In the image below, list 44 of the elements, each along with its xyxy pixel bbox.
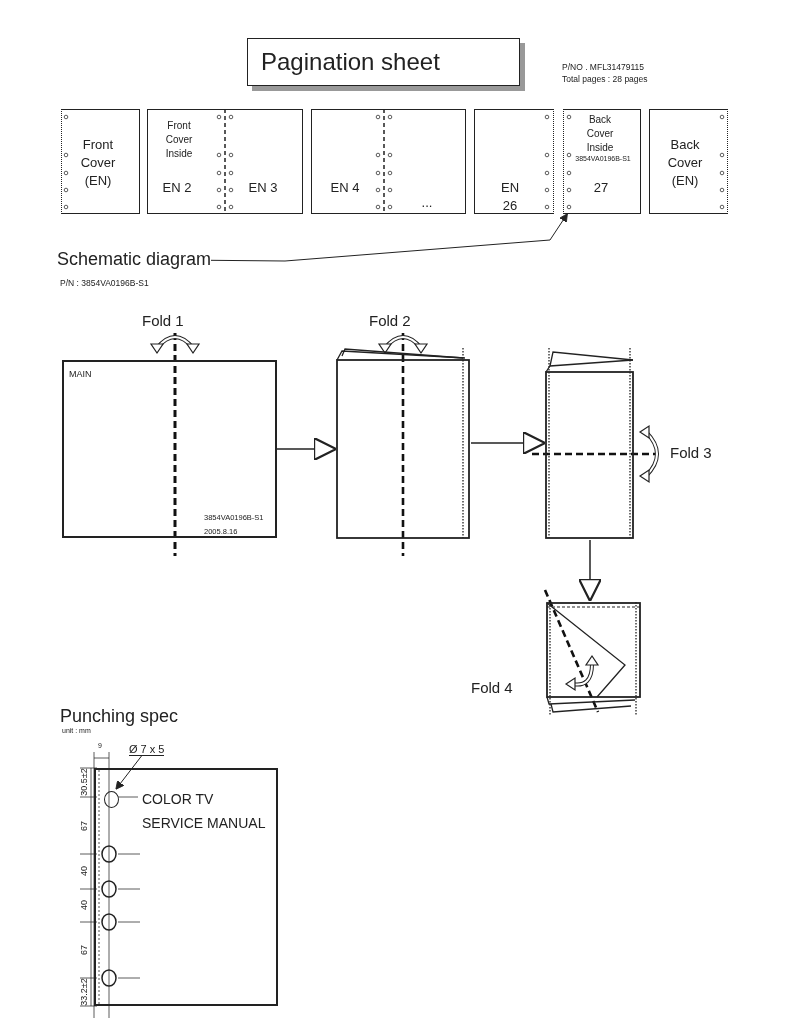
page-label: Back Cover (EN) <box>666 136 704 190</box>
paper-sheet <box>94 768 278 1006</box>
page-count: Total pages : 28 pages <box>562 75 648 85</box>
fold-label: Fold 2 <box>369 312 411 329</box>
fold-label: Fold 4 <box>471 679 513 696</box>
folded-sheet-drawing <box>335 346 471 540</box>
fold-label: Fold 1 <box>142 312 184 329</box>
page-label: EN 26 <box>499 179 521 215</box>
page-label: EN 3 <box>248 179 278 197</box>
dimension-label: 67 <box>78 945 90 955</box>
dimension-label: 40 <box>78 900 90 910</box>
part-number: P/N : 3854VA0196B-S1 <box>60 279 149 289</box>
dimension-label: 33.2±2 <box>78 978 90 1006</box>
sheet-label: MAIN <box>69 368 93 381</box>
page-label: Front Cover Inside <box>164 119 194 161</box>
paper-sheet <box>62 360 277 538</box>
page-panel <box>563 109 641 214</box>
dimension-label: 40 <box>78 866 90 876</box>
fold-label: Fold 3 <box>670 444 712 461</box>
page-label: ... <box>421 194 433 212</box>
leader-line <box>210 213 568 262</box>
page-label: Back Cover Inside <box>585 113 615 155</box>
arrow <box>276 436 338 462</box>
page-label: 27 <box>593 179 609 197</box>
page-panel <box>61 109 140 214</box>
page-label: EN 2 <box>162 179 192 197</box>
hole-size-label: Ø 7 x 5 <box>129 743 165 756</box>
page-label: EN 4 <box>330 179 360 197</box>
leader-line <box>115 755 142 790</box>
arrow <box>577 539 603 603</box>
page-panel <box>649 109 728 214</box>
page-panel <box>311 109 466 214</box>
folded-sheet-drawing <box>543 600 643 718</box>
page-panel <box>147 109 303 214</box>
dimension-label: 67 <box>78 821 90 831</box>
section-heading: Punching spec <box>60 706 179 727</box>
dimension-label: 30.5±2 <box>78 768 90 796</box>
sheet-label: COLOR TV SERVICE MANUAL <box>142 790 267 833</box>
part-number: P/NO . MFL31479115 <box>562 63 645 73</box>
page-label: Front Cover (EN) <box>79 136 117 190</box>
section-heading: Schematic diagram <box>57 249 212 270</box>
folded-sheet-drawing <box>544 346 636 540</box>
arrow <box>470 430 547 456</box>
page-panel <box>474 109 554 214</box>
